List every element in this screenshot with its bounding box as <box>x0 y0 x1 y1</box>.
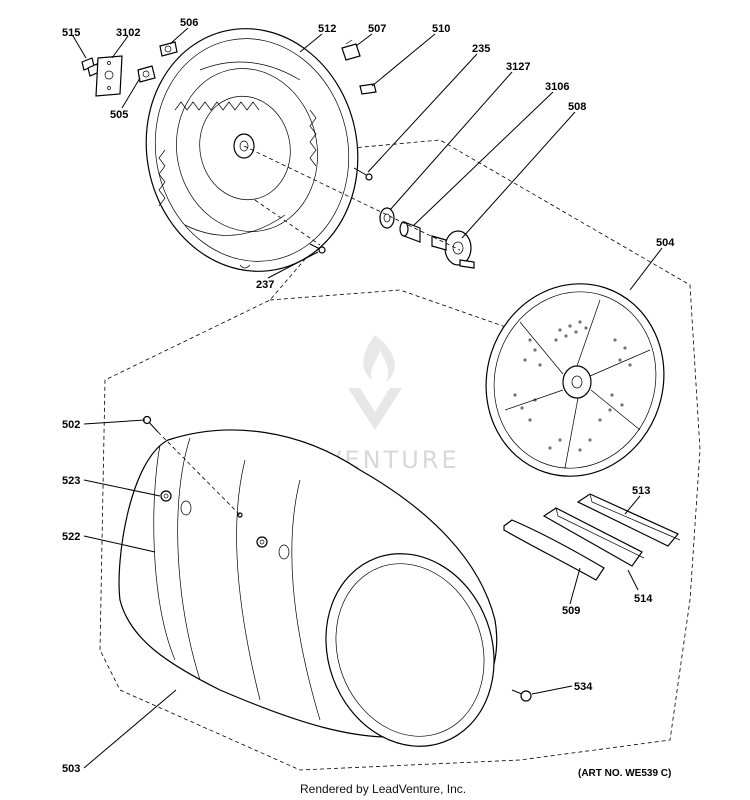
part-505-thermostat <box>137 65 156 83</box>
baffle-514 <box>542 507 645 567</box>
screw-235 <box>353 167 373 181</box>
drum-back-plate <box>485 283 665 477</box>
drum-fastener-523 <box>160 490 192 516</box>
inner-boundary <box>269 289 601 361</box>
label-503: 503 <box>62 763 80 775</box>
label-510: 510 <box>432 23 450 35</box>
label-513: 513 <box>632 485 650 497</box>
part-3102-bracket <box>95 55 123 97</box>
label-512: 512 <box>318 23 336 35</box>
part-515-clip <box>81 57 100 77</box>
screw-502 <box>142 415 159 433</box>
label-237: 237 <box>256 279 274 291</box>
label-507: 507 <box>368 23 386 35</box>
drum-fastener <box>237 512 290 560</box>
part-507-fuse <box>341 39 361 61</box>
part-3106-bearing <box>399 221 421 243</box>
footer-credit: Rendered by LeadVenture, Inc. <box>300 782 466 796</box>
baffle-509 <box>503 519 605 581</box>
label-504: 504 <box>656 237 675 249</box>
screw-534 <box>511 689 532 702</box>
label-514: 514 <box>634 593 653 605</box>
label-523: 523 <box>62 475 80 487</box>
assembly-boundary <box>99 139 701 771</box>
label-3127: 3127 <box>506 61 530 73</box>
label-508: 508 <box>568 101 586 113</box>
part-510-terminal <box>359 83 377 95</box>
part-508-shaft <box>431 230 475 269</box>
label-3106: 3106 <box>545 81 569 93</box>
part-3127-washer <box>379 207 395 229</box>
label-3102: 3102 <box>116 27 140 39</box>
screw-237 <box>309 243 326 254</box>
baffle-513 <box>576 493 681 547</box>
watermark-logo <box>348 335 402 430</box>
drum <box>118 429 498 747</box>
label-534: 534 <box>574 681 593 693</box>
leader-lines <box>72 27 663 769</box>
label-235: 235 <box>472 43 490 55</box>
label-506: 506 <box>180 17 198 29</box>
part-506-thermostat <box>159 41 178 57</box>
label-515: 515 <box>62 27 80 39</box>
label-509: 509 <box>562 605 580 617</box>
label-502: 502 <box>62 419 80 431</box>
label-505: 505 <box>110 109 128 121</box>
art-number: (ART NO. WE539 C) <box>578 768 671 779</box>
label-522: 522 <box>62 531 80 543</box>
